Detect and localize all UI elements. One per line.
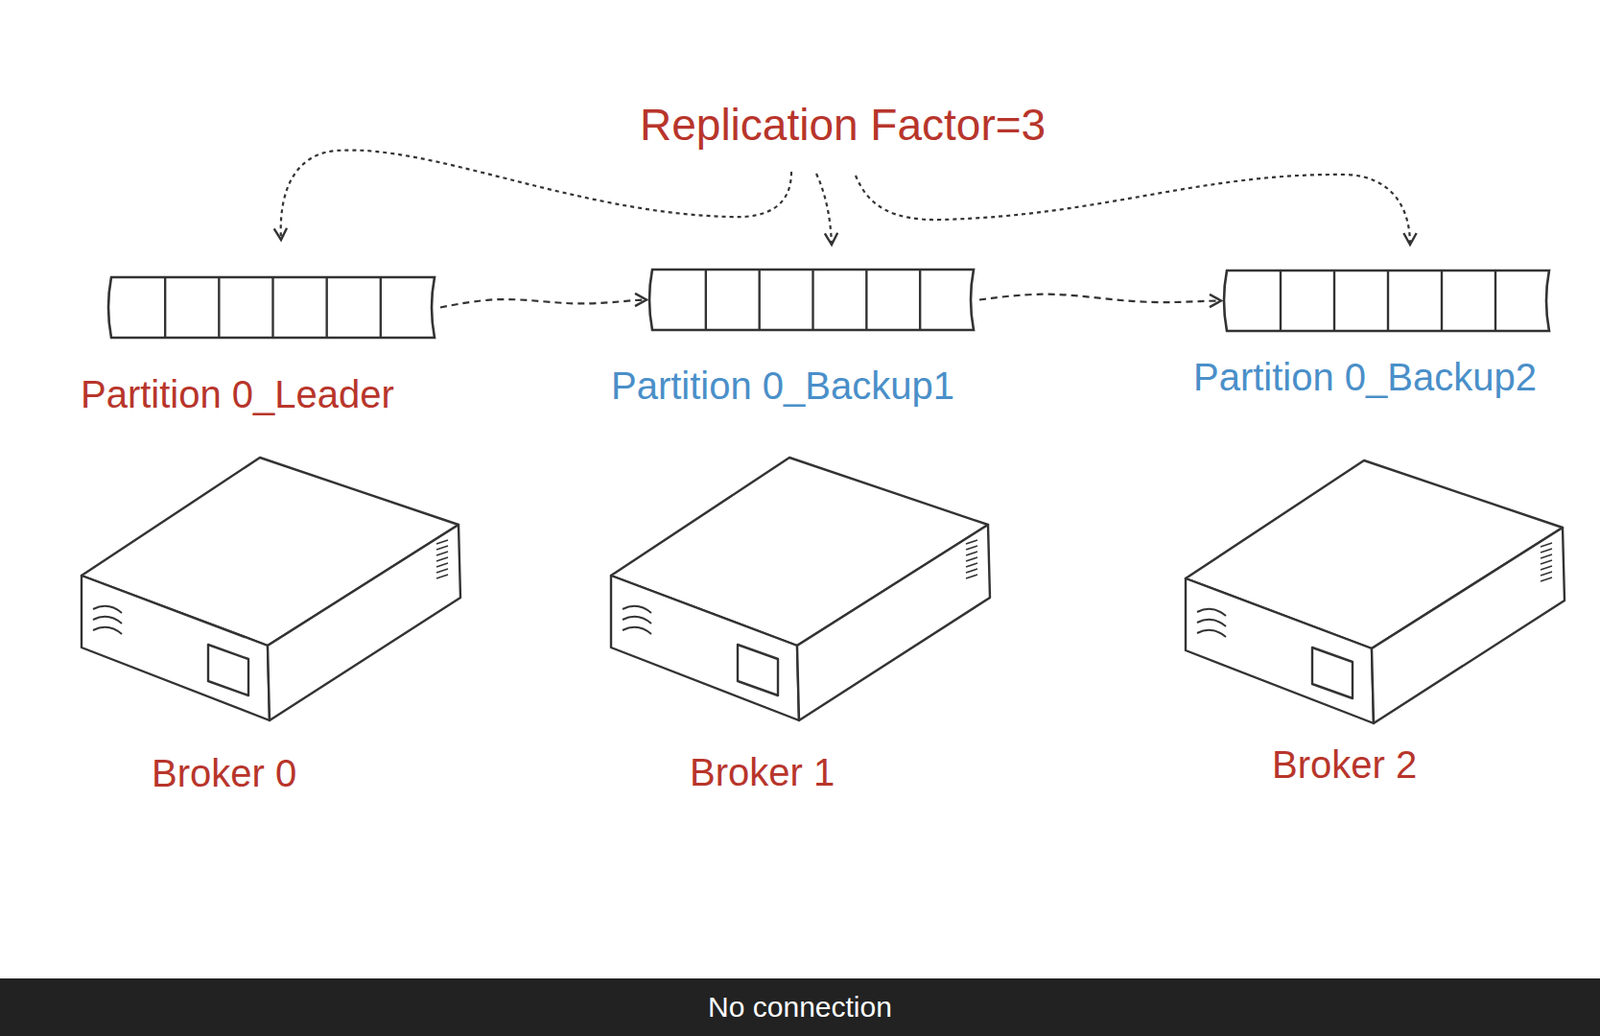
queue-cell-divider (1279, 270, 1282, 331)
server-shape (609, 455, 993, 725)
queue-cell-divider (1494, 270, 1497, 331)
server-front (81, 575, 270, 721)
server-vent (1540, 542, 1553, 547)
server-vent (965, 557, 978, 562)
queue-cell-divider (217, 277, 220, 338)
server-side (267, 524, 461, 721)
pointer-arrow (855, 174, 1411, 245)
broker-label: Broker 1 (689, 750, 835, 795)
queue-outline (1223, 270, 1550, 331)
pointer-arrow (281, 150, 792, 240)
queue-outline (649, 269, 974, 330)
server-vent (436, 557, 448, 562)
queue-cell-divider (1333, 270, 1336, 331)
server-side (1371, 527, 1565, 724)
server-vent (965, 563, 978, 567)
queue-cell-divider (1440, 270, 1443, 331)
server-vent (93, 627, 122, 635)
server-vent (93, 606, 122, 613)
server-icon (611, 457, 990, 721)
diagram-title: Replication Factor=3 (639, 99, 1046, 151)
server-slot (737, 644, 778, 696)
server-vent (436, 551, 448, 556)
server-slot (1312, 647, 1353, 699)
queue-outline (108, 277, 435, 338)
server-vent (1197, 619, 1226, 627)
server-vent (93, 616, 122, 624)
server-icon (1185, 460, 1565, 724)
server-vent (1540, 554, 1553, 559)
queue-shape (648, 267, 978, 332)
broker-label: Broker 0 (151, 751, 297, 796)
server-side (797, 524, 990, 721)
server-vent (1540, 577, 1553, 582)
server-vent (1197, 630, 1226, 637)
server-vent (1540, 565, 1553, 570)
server-vent (436, 574, 448, 579)
queue-cells (649, 269, 974, 330)
status-bar: No connection (0, 978, 1600, 1036)
server-vent (436, 563, 448, 567)
partition-queue: Partition 0_Backup2 (1223, 268, 1553, 333)
queue-cell-divider (271, 277, 274, 338)
broker-server: Broker 1 (609, 455, 993, 725)
queue-cell-divider (811, 269, 814, 330)
replication-arrow (440, 299, 647, 307)
server-vent (436, 545, 448, 550)
queue-cell-divider (325, 277, 328, 338)
queue-cell-divider (865, 269, 868, 330)
server-front (611, 575, 800, 721)
partition-queue: Partition 0_Backup1 (648, 267, 978, 332)
queue-cell-divider (757, 269, 760, 330)
broker-server: Broker 0 (79, 455, 464, 725)
server-vent (1540, 571, 1553, 576)
queue-shape (1223, 268, 1553, 333)
partition-queue: Partition 0_Leader (107, 275, 439, 340)
queue-cells (1223, 270, 1550, 331)
server-vent (965, 568, 978, 573)
queue-cell-divider (918, 269, 921, 330)
server-vent (622, 627, 652, 635)
queue-cells (108, 277, 435, 338)
server-vent (965, 540, 978, 544)
server-icon (81, 457, 461, 721)
server-front (1185, 578, 1374, 724)
server-shape (1183, 458, 1568, 728)
broker-label: Broker 2 (1271, 742, 1417, 787)
server-vent (622, 616, 652, 624)
queue-cell-divider (379, 277, 382, 338)
server-shape (79, 455, 464, 725)
queue-cell-divider (1387, 270, 1389, 331)
server-vent (965, 545, 978, 550)
server-vent (1540, 560, 1553, 565)
partition-label: Partition 0_Leader (80, 372, 395, 417)
server-vent (622, 606, 652, 613)
queue-cell-divider (705, 269, 707, 330)
partition-label: Partition 0_Backup2 (1193, 354, 1537, 400)
queue-cell-divider (164, 277, 166, 338)
replication-arrow (979, 294, 1222, 303)
partition-label: Partition 0_Backup1 (611, 363, 955, 408)
server-slot (208, 644, 249, 696)
server-vent (1197, 609, 1226, 616)
server-vent (965, 574, 978, 579)
server-vent (436, 540, 448, 544)
queue-shape (107, 275, 439, 340)
pointer-arrow (816, 173, 832, 245)
server-vent (1540, 548, 1553, 553)
server-vent (965, 551, 978, 556)
broker-server: Broker 2 (1183, 458, 1568, 728)
server-vent (436, 568, 448, 573)
